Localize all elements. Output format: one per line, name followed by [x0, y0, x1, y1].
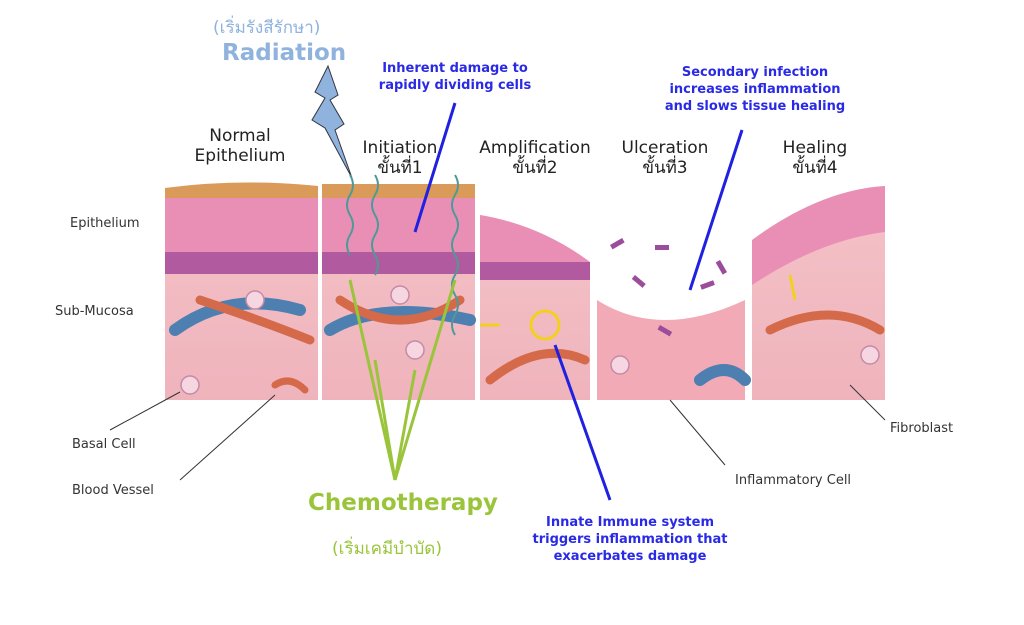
radiation-waves: [346, 174, 459, 336]
panel-ulceration: [597, 300, 745, 400]
bacteria: [610, 237, 727, 337]
annotation-pointers: [413, 102, 744, 501]
annotation-line: and slows tissue healing: [664, 99, 846, 114]
annotation-secondary-infection: Secondary infection increases inflammatio…: [650, 64, 860, 115]
annotation-line: Secondary infection: [681, 65, 829, 80]
stage-title: Healing: [782, 138, 848, 158]
panel-initiation: [322, 184, 475, 400]
label-inflammatory-cell: Inflammatory Cell: [735, 473, 852, 488]
annotation-line: Inherent damage to: [382, 61, 528, 76]
yellow-arrows: [480, 274, 797, 341]
stage-thai: ขั้นที่1: [377, 158, 423, 178]
stage-title: Amplification: [479, 138, 591, 158]
annotation-line: triggers inflammation that: [532, 532, 728, 547]
callout-lines: [109, 384, 886, 481]
radiation-label: Radiation: [222, 40, 347, 66]
stage-subtitle: Epithelium: [194, 146, 286, 166]
panel-healing: [752, 186, 885, 400]
stage-title: Initiation: [362, 138, 438, 158]
stage-thai: ขั้นที่3: [642, 158, 688, 178]
chemo-arrows: [348, 279, 457, 481]
label-blood-vessel: Blood Vessel: [72, 483, 154, 498]
label-epithelium: Epithelium: [70, 216, 140, 231]
annotation-line: rapidly dividing cells: [378, 78, 532, 93]
label-basal-cell: Basal Cell: [72, 437, 136, 452]
label-fibroblast: Fibroblast: [890, 421, 954, 436]
annotation-line: Innate Immune system: [546, 515, 714, 530]
annotation-inherent-damage: Inherent damage to rapidly dividing cells: [370, 60, 540, 94]
panel-normal: [165, 182, 318, 400]
label-submucosa: Sub-Mucosa: [55, 304, 134, 319]
chemotherapy-thai-label: (เริ่มเคมีบำบัด): [332, 539, 442, 559]
radiation-thai-label: (เริ่มรังสีรักษา): [213, 18, 321, 38]
basal-cells: [180, 285, 880, 395]
annotation-line: increases inflammation: [669, 82, 841, 97]
stage-thai: ขั้นที่2: [512, 158, 558, 178]
stage-title: Ulceration: [621, 138, 709, 158]
annotation-line: exacerbates damage: [553, 549, 707, 564]
stage-title: Normal: [209, 126, 271, 146]
annotation-innate-immune: Innate Immune system triggers inflammatio…: [520, 514, 740, 565]
stage-thai: ขั้นที่4: [792, 158, 838, 178]
chemotherapy-label: Chemotherapy: [308, 490, 498, 516]
